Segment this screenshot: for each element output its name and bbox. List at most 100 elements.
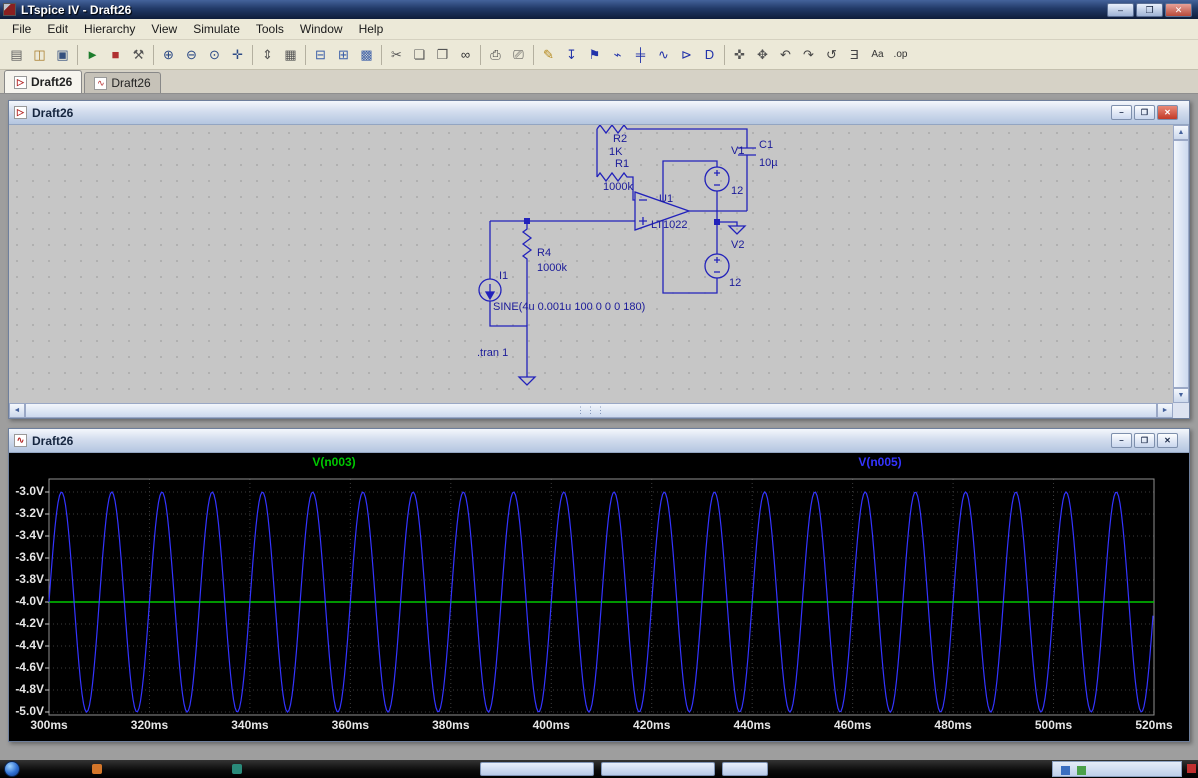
waveform-plot[interactable] <box>9 453 1189 741</box>
move-button[interactable]: ✜ <box>734 46 745 62</box>
place-component-button[interactable]: D <box>704 47 715 62</box>
place-capacitor-button[interactable]: ╪ <box>635 47 646 62</box>
minimize-button[interactable]: – <box>1107 2 1134 17</box>
save-button[interactable]: ▣ <box>56 46 69 62</box>
menu-help[interactable]: Help <box>358 22 384 36</box>
draw-wire-button[interactable]: ✎ <box>543 46 554 62</box>
maximize-button[interactable]: ❐ <box>1134 433 1155 448</box>
scroll-left-arrow[interactable]: ◄ <box>9 403 25 418</box>
pan-button[interactable]: ✛ <box>232 46 243 62</box>
schematic-window-titlebar[interactable]: ▷ Draft26 – ❐ ✕ <box>9 101 1189 125</box>
menubar: File Edit Hierarchy View Simulate Tools Window… <box>0 19 1198 40</box>
taskbar-window-button[interactable] <box>601 762 715 776</box>
maximize-button[interactable]: ❐ <box>1136 2 1163 17</box>
menu-window[interactable]: Window <box>299 22 343 36</box>
label-V2-ref[interactable]: V2 <box>731 239 745 251</box>
tray-icon[interactable] <box>1061 766 1070 775</box>
trace-label-V(n005)[interactable]: V(n005) <box>858 455 902 469</box>
label-R4-value[interactable]: 1000k <box>537 262 567 274</box>
label-I1-value[interactable]: SINE(4u 0.001u 100 0 0 0 180) <box>493 301 646 313</box>
trace-label-V(n003)[interactable]: V(n003) <box>312 455 356 469</box>
open-file-button[interactable]: ◫ <box>33 46 46 62</box>
taskbar-window-button[interactable] <box>480 762 594 776</box>
quicklaunch-icon[interactable] <box>232 764 242 774</box>
zoom-in-button[interactable]: ⊕ <box>163 46 174 62</box>
tray-icon[interactable] <box>1187 764 1196 773</box>
menu-simulate[interactable]: Simulate <box>193 22 240 36</box>
label-R1-value[interactable]: 1000k <box>603 181 633 193</box>
cut-button[interactable]: ✂ <box>391 46 402 62</box>
app-titlebar[interactable]: LTspice IV - Draft26 – ❐ ✕ <box>0 0 1198 19</box>
undo-button[interactable]: ↶ <box>780 46 791 62</box>
scroll-up-arrow[interactable]: ▲ <box>1173 125 1189 140</box>
halt-button[interactable]: ■ <box>111 47 120 62</box>
minimize-button[interactable]: – <box>1111 433 1132 448</box>
mirror-button[interactable]: Ǝ <box>850 47 859 62</box>
waveform-window-titlebar[interactable]: ∿ Draft26 – ❐ ✕ <box>9 429 1189 453</box>
tile-vertically-button[interactable]: ⊞ <box>338 46 349 62</box>
find-button[interactable]: ∞ <box>460 47 471 62</box>
close-button[interactable]: ✕ <box>1157 105 1178 120</box>
menu-file[interactable]: File <box>12 22 32 36</box>
close-button[interactable]: ✕ <box>1165 2 1192 17</box>
copy-button[interactable]: ❏ <box>413 46 426 62</box>
control-panel-button[interactable]: ⚒ <box>132 46 145 62</box>
schematic-hscrollbar[interactable]: ◄ ⋮⋮⋮ ► <box>9 403 1173 418</box>
label-C1-value[interactable]: 10µ <box>759 157 778 169</box>
label-R2-ref[interactable]: R2 <box>613 133 628 145</box>
spice-directive-button[interactable]: .op <box>893 49 908 60</box>
grid-toggle-button[interactable]: ▦ <box>284 46 297 62</box>
close-button[interactable]: ✕ <box>1157 433 1178 448</box>
schematic-canvas[interactable]: R2 1K R1 1000k U1 LT1022 C1 10µ V1 12 V2… <box>9 125 1173 403</box>
tab-waveform-draft26[interactable]: ∿ Draft26 <box>84 72 161 93</box>
label-U1-ref[interactable]: U1 <box>659 193 674 205</box>
scroll-down-arrow[interactable]: ▼ <box>1173 388 1189 403</box>
label-R2-value[interactable]: 1K <box>609 146 623 158</box>
spice-directive-text[interactable]: .tran 1 <box>477 347 509 359</box>
print-preview-button[interactable]: ⎚ <box>513 46 524 62</box>
menu-hierarchy[interactable]: Hierarchy <box>84 22 136 36</box>
taskbar-window-button[interactable] <box>722 762 768 776</box>
place-resistor-button[interactable]: ⌁ <box>613 46 622 62</box>
run-button[interactable]: ► <box>86 47 99 62</box>
menu-tools[interactable]: Tools <box>255 22 284 36</box>
place-diode-button[interactable]: ⊳ <box>681 46 692 62</box>
maximize-button[interactable]: ❐ <box>1134 105 1155 120</box>
label-R1-ref[interactable]: R1 <box>615 158 630 170</box>
zoom-back-button[interactable]: ⊖ <box>186 46 197 62</box>
zoom-full-extents-button[interactable]: ⊙ <box>209 46 220 62</box>
minimize-button[interactable]: – <box>1111 105 1132 120</box>
place-ground-button[interactable]: ↧ <box>566 46 577 62</box>
label-U1-value[interactable]: LT1022 <box>651 219 688 231</box>
label-V2-value[interactable]: 12 <box>729 277 742 289</box>
cascade-windows-button[interactable]: ▩ <box>360 46 373 62</box>
label-V1-ref[interactable]: V1 <box>731 145 745 157</box>
label-V1-value[interactable]: 12 <box>731 185 744 197</box>
text-button[interactable]: Aa <box>871 49 884 60</box>
tray-icon[interactable] <box>1077 766 1086 775</box>
label-C1-ref[interactable]: C1 <box>759 139 774 151</box>
tile-horizontally-button[interactable]: ⊟ <box>315 46 326 62</box>
rotate-button[interactable]: ↺ <box>826 46 837 62</box>
start-button[interactable] <box>4 761 20 777</box>
redo-button[interactable]: ↷ <box>803 46 814 62</box>
scroll-right-arrow[interactable]: ► <box>1157 403 1173 418</box>
tab-schematic-draft26[interactable]: ▷ Draft26 <box>4 70 83 93</box>
quicklaunch-icon[interactable] <box>92 764 102 774</box>
schematic-vscrollbar[interactable]: ▲ ▼ <box>1173 125 1189 403</box>
drag-button[interactable]: ✥ <box>757 46 768 62</box>
system-tray[interactable] <box>1052 761 1182 777</box>
label-R4-ref[interactable]: R4 <box>537 247 552 259</box>
hscroll-thumb[interactable]: ⋮⋮⋮ <box>25 403 1157 418</box>
autorange-y-axis-button[interactable]: ⇕ <box>262 46 273 62</box>
label-net-button[interactable]: ⚑ <box>588 46 601 62</box>
vscroll-thumb[interactable] <box>1173 140 1189 388</box>
new-schematic-button[interactable]: ▤ <box>10 46 23 62</box>
paste-button[interactable]: ❐ <box>436 46 449 62</box>
label-I1-ref[interactable]: I1 <box>499 270 509 282</box>
menu-view[interactable]: View <box>151 22 178 36</box>
print-button[interactable]: ⎙ <box>490 46 501 62</box>
menu-edit[interactable]: Edit <box>47 22 69 36</box>
place-inductor-button[interactable]: ∿ <box>658 46 669 62</box>
